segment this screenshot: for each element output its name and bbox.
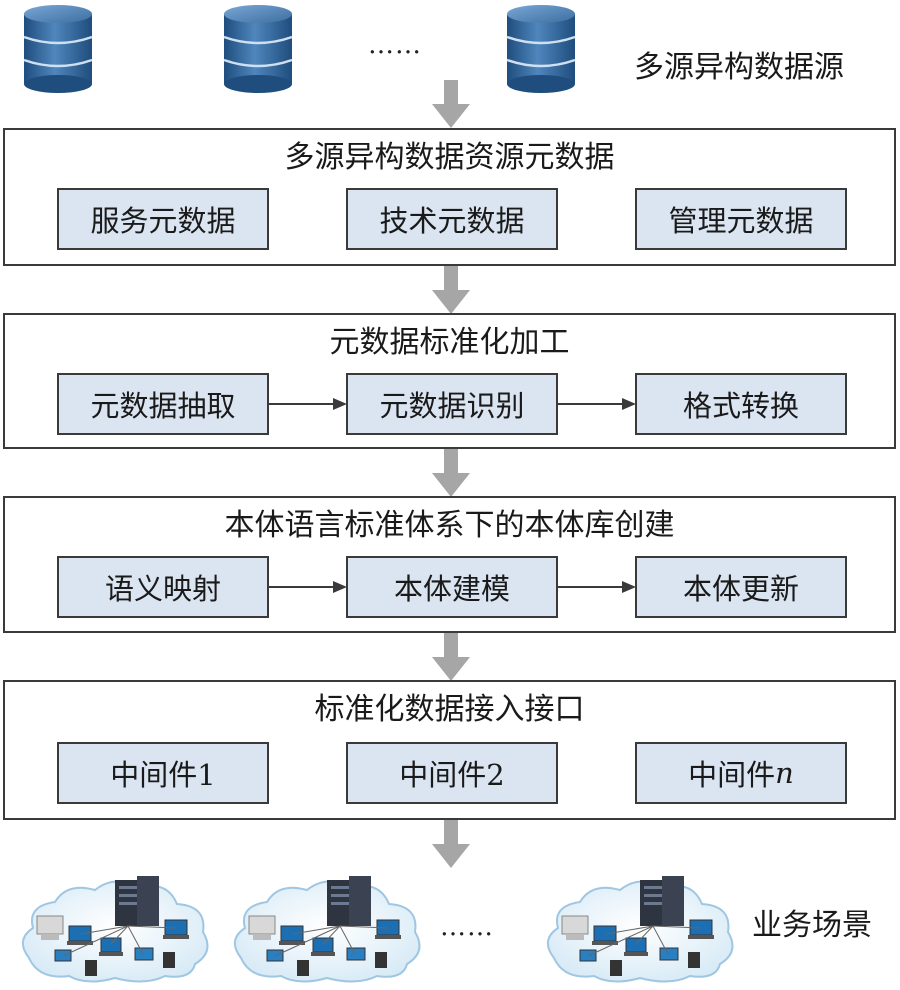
- stage-title: 标准化数据接入接口: [314, 692, 585, 727]
- business-scenarios-label: 业务场景: [752, 908, 872, 943]
- stage-title: 本体语言标准体系下的本体库创建: [224, 508, 675, 543]
- network-cloud-icon: [547, 876, 734, 983]
- right-arrow-icon: [558, 398, 636, 410]
- right-arrow-icon: [558, 581, 636, 593]
- stage-title: 元数据标准化加工: [329, 325, 570, 360]
- item-semantic-mapping: 语义映射: [57, 556, 269, 618]
- item-technical-metadata: 技术元数据: [346, 188, 558, 250]
- down-arrow-icon: [432, 80, 470, 128]
- data-sources-label: 多源异构数据源: [634, 50, 844, 85]
- stage-metadata-resources: 多源异构数据资源元数据 服务元数据 技术元数据 管理元数据: [3, 128, 896, 266]
- down-arrow-icon: [432, 820, 470, 868]
- right-arrow-icon: [269, 581, 347, 593]
- item-metadata-extraction: 元数据抽取: [57, 373, 269, 435]
- stage-ontology-creation: 本体语言标准体系下的本体库创建 语义映射 本体建模 本体更新: [3, 496, 896, 633]
- database-icon: [506, 5, 576, 93]
- down-arrow-icon: [432, 633, 470, 681]
- network-cloud-icon: [22, 876, 209, 983]
- stage-title: 多源异构数据资源元数据: [284, 140, 615, 175]
- item-service-metadata: 服务元数据: [57, 188, 269, 250]
- item-management-metadata: 管理元数据: [635, 188, 847, 250]
- item-ontology-modeling: 本体建模: [346, 556, 558, 618]
- database-icon: [23, 5, 93, 93]
- database-icon: [223, 5, 293, 93]
- item-middleware-2: 中间件2: [346, 742, 558, 804]
- scenarios-ellipsis: ……: [440, 912, 494, 942]
- down-arrow-icon: [432, 449, 470, 497]
- item-ontology-update: 本体更新: [635, 556, 847, 618]
- item-middleware-1: 中间件1: [57, 742, 269, 804]
- stage-metadata-processing: 元数据标准化加工 元数据抽取 元数据识别 格式转换: [3, 313, 896, 449]
- item-middleware-n-suffix: n: [775, 756, 794, 790]
- down-arrow-icon: [432, 266, 470, 314]
- right-arrow-icon: [269, 398, 347, 410]
- item-middleware-n-label: 中间件: [688, 758, 776, 792]
- network-cloud-icon: [234, 876, 421, 983]
- sources-ellipsis: ……: [368, 30, 422, 60]
- item-format-conversion: 格式转换: [635, 373, 847, 435]
- item-metadata-recognition: 元数据识别: [346, 373, 558, 435]
